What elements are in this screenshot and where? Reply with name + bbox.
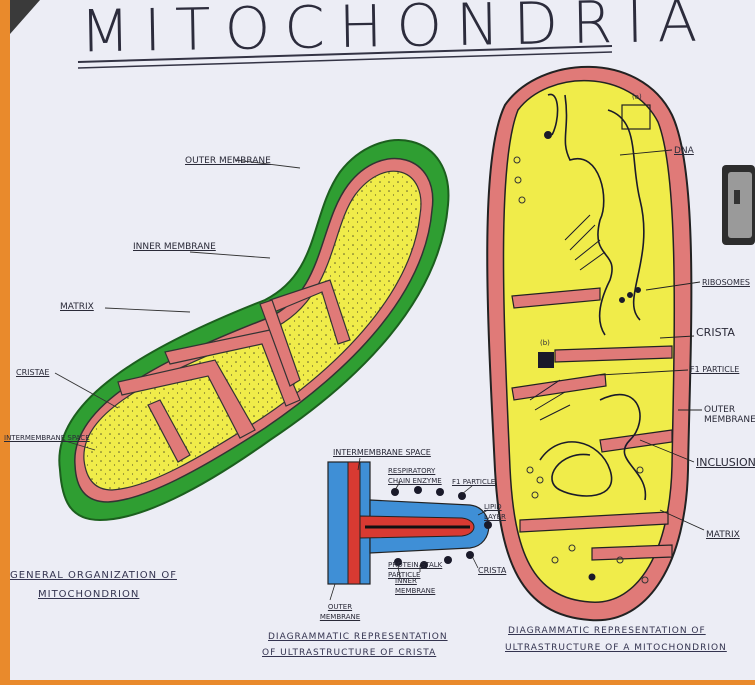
box-b-label: (b) xyxy=(540,338,550,348)
label-crista: CRISTA xyxy=(696,328,735,338)
label-outer-membrane: OUTER MEMBRANE xyxy=(185,156,271,166)
label-ribosomes: RIBOSOMES xyxy=(702,278,750,288)
left-caption-line-1: GENERAL ORGANIZATION OF xyxy=(10,570,177,581)
label-matrix: MATRIX xyxy=(60,302,94,312)
crista-label-lipid-layer: LIPID LAYER xyxy=(484,502,508,522)
right-mitochondrion xyxy=(487,67,704,620)
box-b-marker xyxy=(538,352,554,368)
right-caption-line-1: DIAGRAMMATIC REPRESENTATION OF xyxy=(508,626,706,636)
label-matrix-right: MATRIX xyxy=(706,530,740,540)
crista-label-intermembrane: INTERMEMBRANE SPACE xyxy=(333,448,431,458)
crista-caption-line-2: OF ULTRASTRUCTURE OF CRISTA xyxy=(262,648,436,658)
label-outer-membrane-right: OUTER MEMBRANE xyxy=(704,405,754,425)
label-cristae: CRISTAE xyxy=(16,368,49,378)
label-dna: DNA xyxy=(674,146,694,156)
crista-label-inner-membrane: INNER MEMBRANE xyxy=(395,576,445,596)
crista-inner-red xyxy=(348,462,360,584)
label-intermembrane-space: INTERMEMBRANE SPACE xyxy=(4,433,90,443)
left-caption-line-2: MITOCHONDRION xyxy=(38,589,139,600)
crista-label-f1-particle: F1 PARTICLE xyxy=(452,477,495,487)
label-inclusion: INCLUSION xyxy=(696,458,755,468)
crista-label-crista: CRISTA xyxy=(478,566,506,576)
label-inner-membrane: INNER MEMBRANE xyxy=(133,242,216,252)
crista-label-respiratory-chain: RESPIRATORY CHAIN ENZYME xyxy=(388,466,444,486)
wall-socket xyxy=(722,165,755,245)
box-a-label: (a) xyxy=(632,92,642,102)
crista-caption-line-1: DIAGRAMMATIC REPRESENTATION xyxy=(268,632,448,642)
page-title: MITOCHONDRIA xyxy=(79,0,711,66)
right-caption-line-2: ULTRASTRUCTURE OF A MITOCHONDRION xyxy=(505,643,727,653)
crista-label-outer-membrane: OUTER MEMBRANE xyxy=(315,602,365,622)
label-f1-particle: F1 PARTICLE xyxy=(690,365,739,375)
